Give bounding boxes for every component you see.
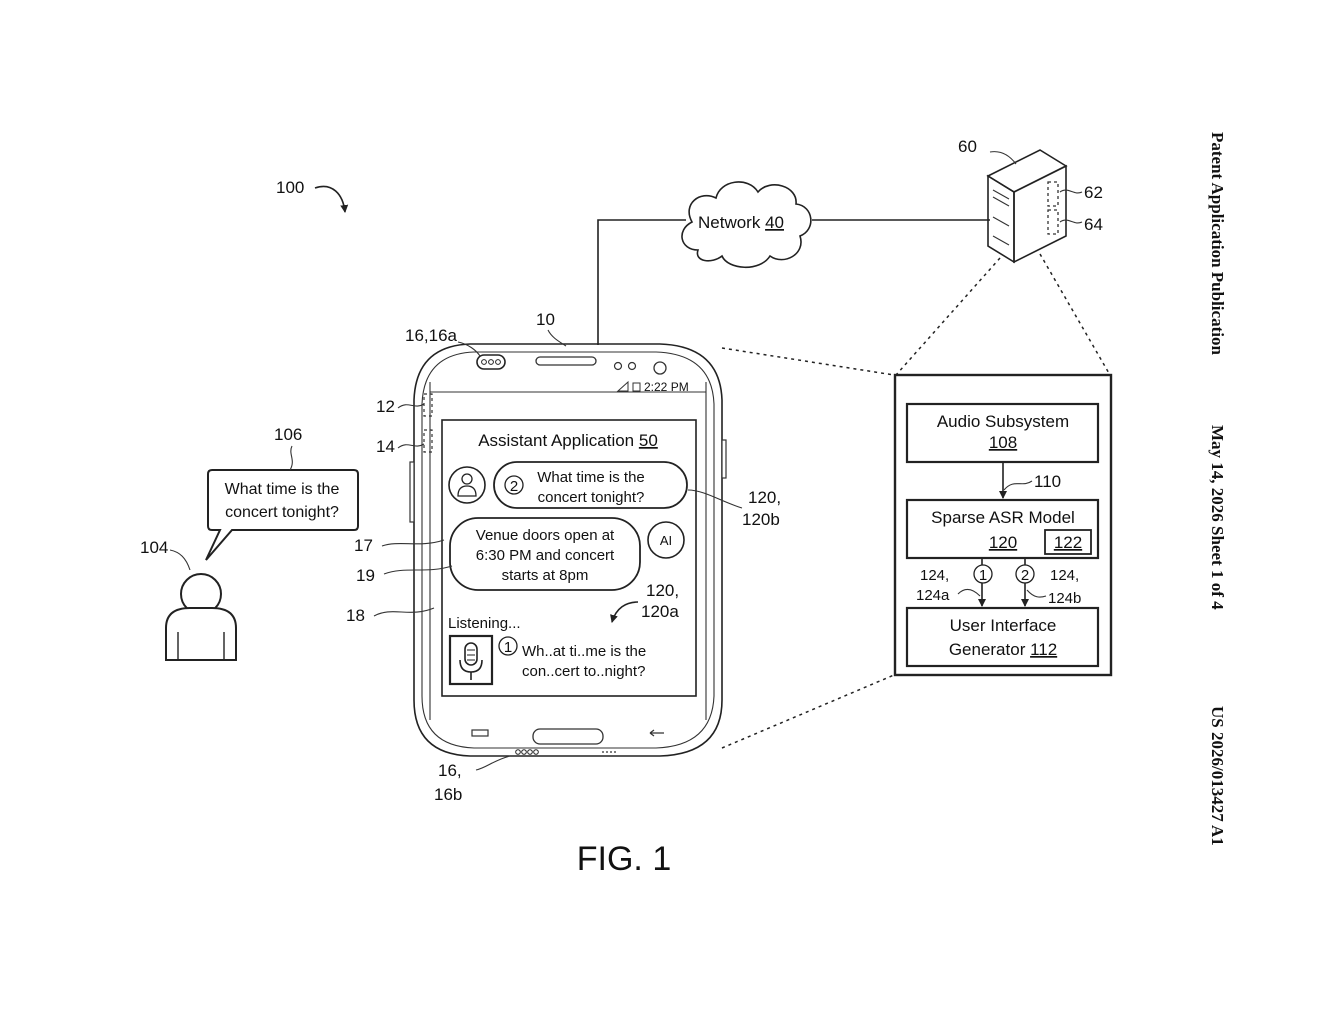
server-tower: 60 62 64: [958, 137, 1103, 262]
app-title: Assistant Application 50: [478, 431, 658, 450]
partial-number: 1: [504, 639, 512, 656]
reply-line1: Venue doors open at: [476, 527, 615, 544]
server-ref-64: 64: [1084, 215, 1103, 234]
device-ref: 10: [536, 310, 555, 329]
speech-line2: concert tonight?: [225, 504, 339, 521]
ref-120a-line1: 120,: [646, 581, 679, 600]
phone-network-link: [598, 220, 686, 345]
query-line2: concert tonight?: [538, 489, 645, 506]
user-speech-bubble: What time is the concert tonight? 106: [206, 425, 358, 560]
link-ref-110: 110: [1034, 472, 1061, 491]
ref-17: 17: [354, 536, 373, 555]
publication-label: Patent Application Publication: [1208, 132, 1227, 355]
server-component-62: [1048, 182, 1058, 206]
projection-line-left: [896, 258, 1000, 375]
network-cloud: Network 40: [682, 182, 811, 267]
component-14: [424, 430, 432, 452]
projection-line-right: [1040, 254, 1110, 375]
front-camera: [654, 362, 666, 374]
output-ref-124a-line2: 124a: [916, 587, 950, 604]
ref-120b-line2: 120b: [742, 510, 780, 529]
mic-ref-16a: 16,16a: [405, 326, 458, 345]
audio-subsystem-label: Audio Subsystem: [937, 412, 1069, 431]
audio-subsystem-ref: 108: [989, 433, 1017, 452]
output-number-2: 2: [1021, 567, 1029, 584]
status-time: 2:22 PM: [644, 380, 689, 394]
user-figure: 104: [140, 538, 236, 660]
user-avatar-icon: [449, 467, 485, 503]
figure-ref-arrow: [315, 186, 345, 212]
mic-ref-16b-line1: 16,: [438, 761, 462, 780]
figure-ref-number: 100: [276, 178, 304, 197]
speech-bubble-ref: 106: [274, 425, 302, 444]
server-ref-62: 62: [1084, 183, 1103, 202]
query-number: 2: [510, 478, 518, 495]
figure-reference-100: 100: [276, 178, 345, 212]
audio-subsystem-block: Audio Subsystem 108: [907, 404, 1098, 462]
user-ref: 104: [140, 538, 168, 557]
component-12: [424, 394, 432, 416]
ui-generator-block: User Interface Generator 112: [907, 608, 1098, 666]
output-ref-124a-line1: 124,: [920, 567, 949, 584]
server-ref: 60: [958, 137, 977, 156]
figure-caption: FIG. 1: [577, 840, 671, 878]
network-label: Network 40: [698, 213, 784, 232]
ai-avatar-label: AI: [660, 533, 672, 548]
speaker-slot: [536, 357, 596, 365]
ref-120b-line1: 120,: [748, 488, 781, 507]
model-name: Sparse ASR Model: [931, 508, 1075, 527]
model-ref: 120: [989, 533, 1017, 552]
projection-line-phone-top: [722, 348, 894, 375]
ref-19: 19: [356, 566, 375, 585]
ref-14: 14: [376, 437, 395, 456]
reply-line3: starts at 8pm: [502, 567, 589, 584]
back-icon: [650, 730, 664, 736]
ui-generator-line2: Generator 112: [949, 640, 1057, 659]
ref-12: 12: [376, 397, 395, 416]
speech-line1: What time is the: [225, 481, 340, 498]
server-component-64: [1048, 210, 1058, 234]
mobile-device: 16,16a 10 2:22 PM 12 14 Assistant Applic…: [346, 310, 781, 804]
microphone-16b: [516, 750, 539, 755]
date-sheet-label: May 14, 2026 Sheet 1 of 4: [1208, 425, 1227, 610]
query-line1: What time is the: [537, 469, 645, 486]
ui-generator-line1: User Interface: [950, 616, 1057, 635]
listening-label: Listening...: [448, 615, 521, 632]
model-component-ref: 122: [1054, 533, 1082, 552]
output-number-1: 1: [979, 567, 987, 584]
output-ref-124b-line1: 124,: [1050, 567, 1079, 584]
partial-line1: Wh..at ti..me is the: [522, 643, 646, 660]
mic-ref-16b-line2: 16b: [434, 785, 462, 804]
projection-line-phone-bottom: [722, 675, 894, 748]
publication-number: US 2026/013427 A1: [1208, 706, 1227, 846]
ref-120a-line2: 120a: [641, 602, 679, 621]
ref-18: 18: [346, 606, 365, 625]
reply-line2: 6:30 PM and concert: [476, 547, 615, 564]
asr-system-box: Audio Subsystem 108 110 Sparse ASR Model…: [895, 375, 1111, 675]
output-ref-124b-line2: 124b: [1048, 590, 1081, 607]
home-button: [533, 729, 603, 744]
sparse-asr-model-block: Sparse ASR Model 120 122: [907, 500, 1098, 558]
publication-sidebar: Patent Application Publication May 14, 2…: [1208, 132, 1227, 846]
partial-line2: con..cert to..night?: [522, 663, 645, 680]
